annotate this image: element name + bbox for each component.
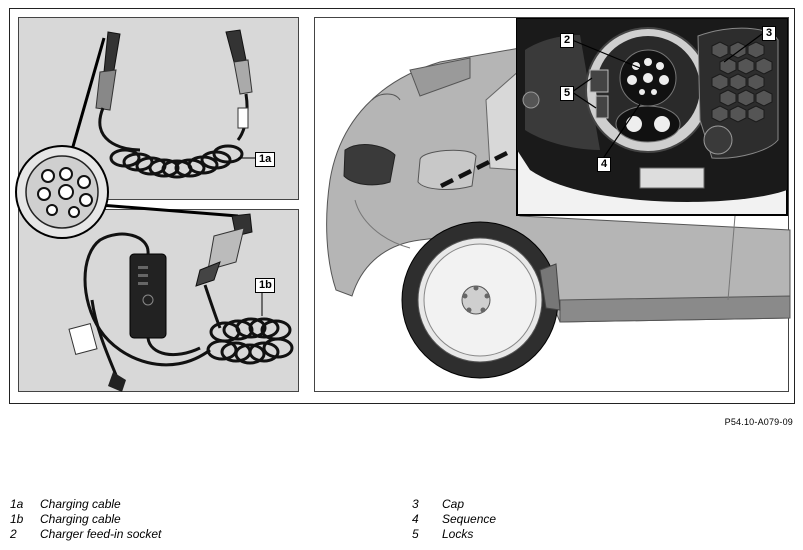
legend-key: 1b — [10, 512, 24, 526]
legend-text: Charging cable — [40, 497, 121, 511]
callout-2: 2 — [560, 33, 574, 48]
legend-text: Sequence — [442, 512, 497, 526]
callout-5: 5 — [560, 86, 574, 101]
figure-illustration — [15, 18, 791, 392]
figure-code: P54.10-A079-09 — [724, 417, 793, 427]
legend-text: Cap — [442, 497, 465, 511]
legend-key: 4 — [412, 512, 419, 526]
legend-item: 2 Charger feed-in socket — [10, 527, 161, 542]
legend-item: 1a Charging cable — [10, 497, 161, 512]
legend-key: 3 — [412, 497, 419, 511]
cable-1b-illustration — [68, 213, 294, 392]
legend-left: 1a Charging cable 1b Charging cable 2 Ch… — [10, 497, 161, 542]
callout-1b: 1b — [255, 278, 275, 293]
plug-face-detail — [15, 37, 239, 239]
legend-key: 5 — [412, 527, 419, 541]
callout-1a: 1a — [255, 152, 275, 167]
legend-text: Charger feed-in socket — [40, 527, 162, 541]
legend-item: 1b Charging cable — [10, 512, 161, 527]
vehicle-illustration — [326, 47, 791, 379]
legend-item: 4 Sequence — [412, 512, 496, 527]
legend-key: 1a — [10, 497, 24, 511]
legend-right: 3 Cap 4 Sequence 5 Locks — [412, 497, 496, 542]
cable-1a-illustration — [95, 29, 255, 179]
callout-4: 4 — [597, 157, 611, 172]
legend-text: Locks — [442, 527, 474, 541]
legend-item: 3 Cap — [412, 497, 496, 512]
legend-key: 2 — [10, 527, 17, 541]
socket-inset — [516, 18, 788, 216]
legend-item: 5 Locks — [412, 527, 496, 542]
callout-3: 3 — [762, 26, 776, 41]
legend-text: Charging cable — [40, 512, 121, 526]
